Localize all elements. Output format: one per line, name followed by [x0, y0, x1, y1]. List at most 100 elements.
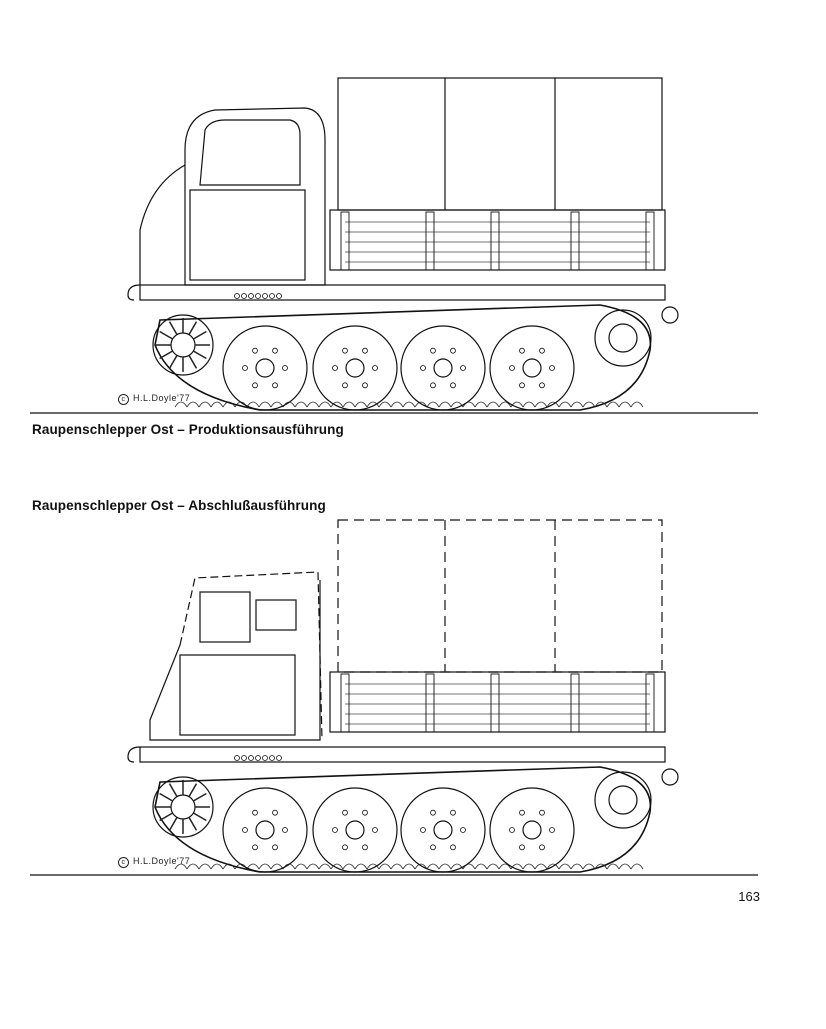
cab-door	[189, 189, 306, 281]
wheel-bolt	[519, 844, 525, 851]
track-link	[498, 863, 512, 870]
track-link	[606, 401, 620, 408]
engine-hood	[139, 164, 186, 285]
track-link	[462, 401, 476, 408]
track-link	[618, 863, 632, 870]
sprocket-spoke	[188, 321, 198, 335]
wheel-bolt	[252, 844, 258, 851]
artist-credit: c H.L.Doyle'77	[118, 393, 190, 405]
wheel-bolt	[509, 365, 515, 371]
track-link	[558, 863, 572, 870]
tow-ring	[661, 768, 679, 786]
cab	[184, 107, 326, 286]
wheel-bolt	[332, 365, 338, 371]
wheel-bolt	[539, 347, 545, 354]
bolt	[276, 293, 282, 299]
vehicle-drawing-production	[30, 77, 758, 414]
track-link	[486, 863, 500, 870]
track-link	[486, 401, 500, 408]
wheel-bolt	[549, 827, 555, 833]
wheel-bolt	[519, 347, 525, 354]
track-link	[174, 863, 188, 870]
credit-text: H.L.Doyle'77	[133, 393, 191, 403]
track-link	[210, 863, 224, 870]
wheel-bolt	[342, 382, 348, 389]
bolt	[276, 755, 282, 761]
wheel-bolt	[252, 382, 258, 389]
wheel-bolt	[460, 365, 466, 371]
wheel-bolt	[282, 365, 288, 371]
track-link	[246, 863, 260, 870]
sprocket-hub	[170, 332, 196, 358]
bolt	[269, 755, 275, 761]
wheel-hub	[345, 358, 365, 378]
track-link	[354, 863, 368, 870]
track-link	[426, 401, 440, 408]
track-link	[294, 863, 308, 870]
figure-caption: Raupenschlepper Ost – Abschlußausführung	[32, 498, 326, 513]
wheel-bolt	[430, 382, 436, 389]
wheel-bolt	[519, 809, 525, 816]
track-link	[222, 401, 236, 408]
cargo-bed	[329, 209, 666, 271]
road-wheel	[222, 787, 308, 873]
track-link	[198, 401, 212, 408]
track-link	[186, 401, 200, 408]
copyright-symbol: c	[118, 394, 129, 405]
track-link	[522, 401, 536, 408]
sprocket-spoke	[168, 321, 178, 335]
wheel-bolt	[539, 844, 545, 851]
track-link	[390, 401, 404, 408]
sprocket-spoke	[193, 330, 207, 340]
vehicle-drawing-final	[30, 519, 758, 876]
track-link	[558, 401, 572, 408]
canopy	[337, 519, 663, 673]
track-link	[342, 401, 356, 408]
wheel-bolt	[342, 347, 348, 354]
wheel-bolt	[450, 844, 456, 851]
track-link	[174, 401, 188, 408]
credit-text: H.L.Doyle'77	[133, 856, 191, 866]
road-wheel	[489, 787, 575, 873]
track-link	[582, 401, 596, 408]
bolt	[255, 755, 261, 761]
track-link	[618, 401, 632, 408]
wheel-bolt	[272, 382, 278, 389]
track-link	[294, 401, 308, 408]
idler-wheel	[594, 309, 652, 367]
bed-stake	[425, 673, 435, 733]
track-link	[378, 401, 392, 408]
sprocket-spoke	[188, 355, 198, 369]
wheel-bolt	[282, 827, 288, 833]
track-link	[510, 863, 524, 870]
track-link	[594, 401, 608, 408]
track-link	[438, 401, 452, 408]
bed-stake	[570, 211, 580, 271]
wheel-bolt	[242, 365, 248, 371]
bed-stake	[490, 211, 500, 271]
track-link	[414, 401, 428, 408]
track-link	[366, 401, 380, 408]
track-link	[318, 401, 332, 408]
cab-door	[179, 654, 296, 736]
track-link	[594, 863, 608, 870]
idler-hub	[608, 323, 638, 353]
track-link	[390, 863, 404, 870]
wheel-bolt	[430, 347, 436, 354]
track-link	[366, 863, 380, 870]
track	[154, 304, 652, 411]
wheel-bolt	[450, 347, 456, 354]
track-link	[630, 401, 644, 408]
track-link	[474, 863, 488, 870]
wheel-bolt	[252, 347, 258, 354]
track-link	[270, 401, 284, 408]
tow-ring	[661, 306, 679, 324]
wheel-hub	[522, 358, 542, 378]
wheel-bolt	[539, 382, 545, 389]
track-link	[198, 863, 212, 870]
wheel-hub	[255, 820, 275, 840]
track-link	[378, 863, 392, 870]
drive-sprocket	[152, 314, 214, 376]
bed-stake	[425, 211, 435, 271]
bolt	[241, 293, 247, 299]
